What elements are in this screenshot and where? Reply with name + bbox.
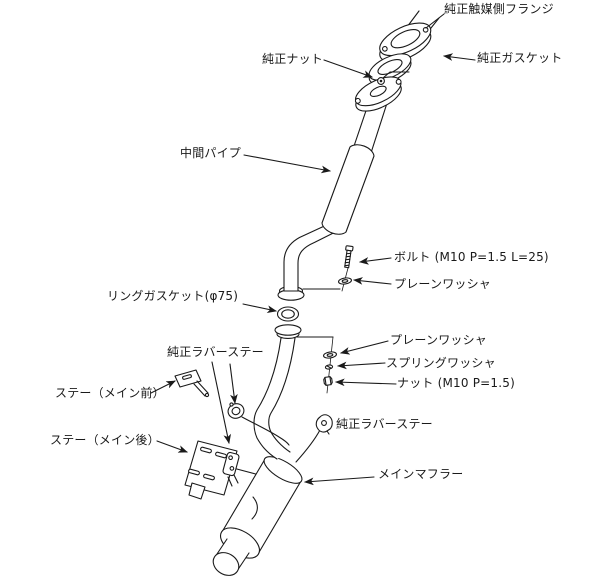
label-plain-washer-lower: プレーンワッシャ [390,333,488,347]
rubber-grommet-drawing [227,402,290,446]
label-ring-gasket: リングガスケット(φ75) [107,289,239,303]
bolt-drawing [302,245,354,292]
ring-gasket-drawing [276,306,300,322]
label-center-pipe: 中間パイプ [180,146,242,160]
leader-lines [150,13,476,486]
label-spring-washer: スプリングワッシャ [386,356,496,370]
label-plain-washer-upper: プレーンワッシャ [394,277,492,291]
label-oem-gasket: 純正ガスケット [477,51,563,65]
label-oem-nut: 純正ナット [262,52,324,66]
label-main-muffler: メインマフラー [378,467,464,481]
rear-stay-bracket-drawing [184,440,240,500]
right-rubber-stay-drawing [315,414,333,435]
joint-lower-flange-drawing [274,324,302,339]
oem-nut-drawing [377,71,410,85]
label-nut: ナット (M10 P=1.5) [397,376,515,390]
label-stay-main-front: ステー（メイン前） [55,386,165,400]
label-catalyst-flange: 純正触媒側フランジ [444,2,554,16]
label-bolt: ボルト (M10 P=1.5 L=25) [394,250,549,264]
label-stay-main-rear: ステー（メイン後） [50,433,160,447]
pipe-flange-drawing [354,76,402,112]
catalyst-flange-drawing [379,10,440,63]
label-oem-rubber-stay-right: 純正ラバーステー [336,417,433,431]
front-stay-bracket-drawing [174,369,210,398]
label-oem-rubber-stay-left: 純正ラバーステー [167,345,264,359]
washer-nut-stack-drawing [296,336,338,394]
resonator-drawing [321,144,375,235]
muffler-tip-drawing [212,538,250,576]
